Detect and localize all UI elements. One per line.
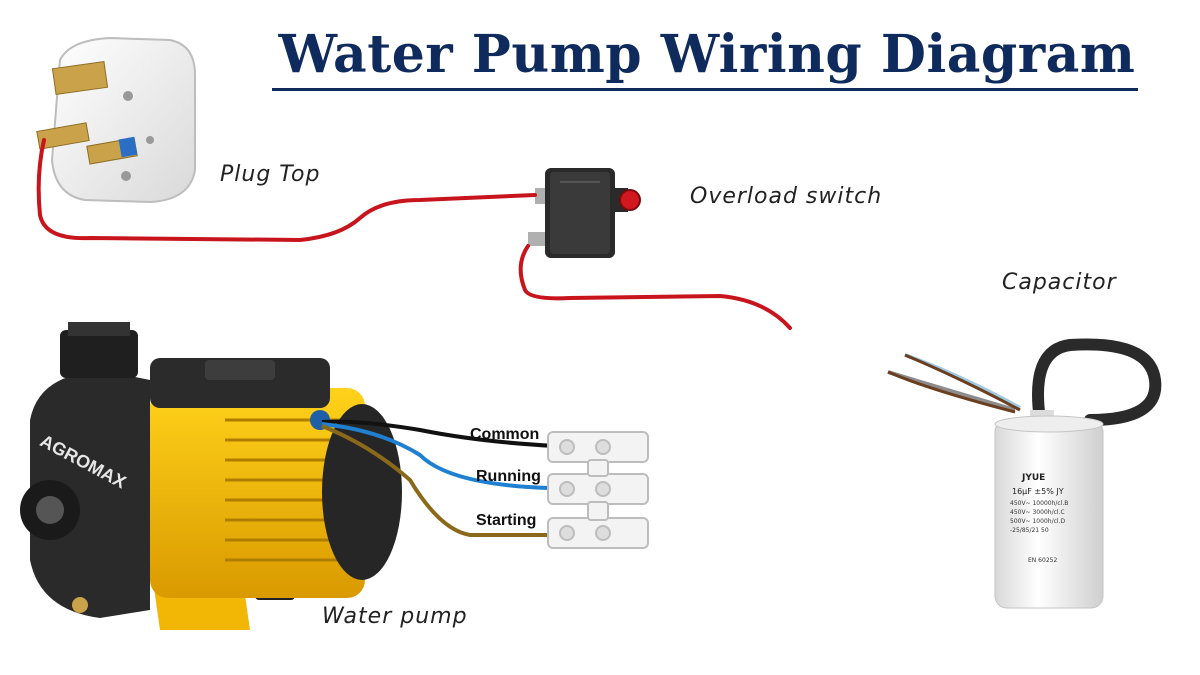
label-capacitor: Capacitor — [1002, 270, 1117, 295]
plug-live-pin — [36, 122, 90, 150]
water-pump-image: AGROMAX — [20, 322, 402, 630]
capacitor-image: JYUE 16μF ±5% JY 450V~ 10000h/cl.B 450V~… — [887, 338, 1162, 609]
terminal-label-running: Running — [476, 468, 541, 485]
terminal-label-common: Common — [470, 426, 540, 443]
capacitor-brand: JYUE — [1021, 473, 1045, 483]
starting-wire — [321, 424, 555, 537]
label-overload-switch: Overload switch — [690, 184, 883, 209]
capacitor-spec-line: 450V~ 10000h/cl.B — [1010, 500, 1068, 507]
capacitor-rating: 16μF ±5% JY — [1012, 487, 1064, 496]
title-underline — [272, 88, 1138, 91]
reset-button — [619, 189, 641, 211]
label-water-pump: Water pump — [322, 604, 468, 629]
capacitor-standard: EN 60252 — [1028, 557, 1057, 564]
running-wire — [321, 422, 551, 490]
overload-switch-image — [528, 168, 641, 258]
capacitor-spec-line: 450V~ 3000h/cl.C — [1010, 509, 1065, 516]
plug-earth-pin — [51, 60, 109, 96]
page-title: Water Pump Wiring Diagram — [278, 24, 1136, 85]
common-wire — [321, 419, 556, 448]
label-plug-top: Plug Top — [220, 162, 321, 187]
capacitor-spec-line: 500V~ 1000h/cl.D — [1010, 518, 1065, 525]
terminal-label-starting: Starting — [476, 512, 537, 529]
capacitor-spec-line: -25/85/21 50 — [1010, 527, 1049, 534]
terminal-block-image — [547, 431, 649, 549]
live-wire-switch-to-capacitor — [518, 244, 792, 330]
plug-top-image — [36, 36, 196, 204]
live-wire-plug-to-switch — [36, 138, 537, 243]
